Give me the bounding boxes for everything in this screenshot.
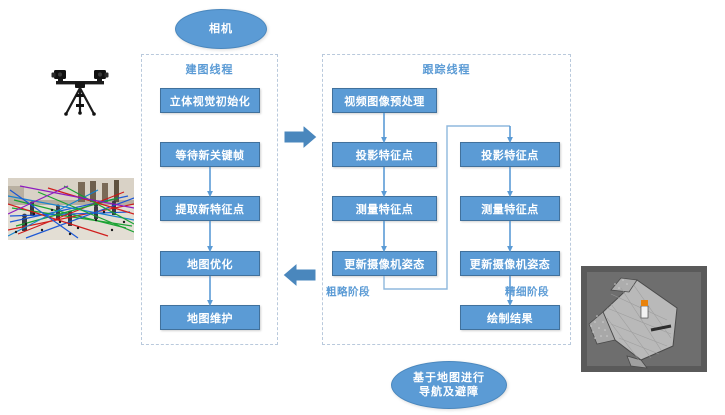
mapping-step-0-label: 立体视觉初始化 bbox=[169, 94, 251, 108]
feature-scene-photo bbox=[8, 178, 134, 240]
coarse-step-2[interactable]: 更新摄像机姿态 bbox=[332, 251, 437, 276]
mapping-step-1-label: 等待新关键帧 bbox=[175, 148, 245, 162]
mapping-step-3-label: 地图优化 bbox=[187, 257, 233, 271]
coarse-step-1[interactable]: 测量特征点 bbox=[332, 196, 437, 221]
coarse-step-0[interactable]: 投影特征点 bbox=[332, 142, 437, 167]
fine-step-3-label: 绘制结果 bbox=[487, 311, 533, 325]
coarse-step-0-label: 投影特征点 bbox=[355, 148, 414, 162]
map-result-photo bbox=[581, 266, 707, 372]
mapping-step-2[interactable]: 提取新特征点 bbox=[160, 196, 260, 221]
fine-step-0[interactable]: 投影特征点 bbox=[460, 142, 560, 167]
tracking-preprocess-label: 视频图像预处理 bbox=[344, 94, 425, 108]
mapping-step-2-label: 提取新特征点 bbox=[175, 202, 245, 216]
tracking-thread-title: 跟踪线程 bbox=[422, 63, 471, 76]
camera-source-ellipse[interactable]: 相机 bbox=[175, 9, 267, 49]
mapping-step-4[interactable]: 地图维护 bbox=[160, 305, 260, 330]
mapping-step-1[interactable]: 等待新关键帧 bbox=[160, 142, 260, 167]
camera-source-label: 相机 bbox=[209, 22, 233, 36]
coarse-step-2-label: 更新摄像机姿态 bbox=[344, 257, 425, 271]
tracking-preprocess[interactable]: 视频图像预处理 bbox=[332, 88, 437, 113]
navigation-goal-line1: 基于地图进行 bbox=[413, 371, 485, 385]
mapping-step-0[interactable]: 立体视觉初始化 bbox=[160, 88, 260, 113]
mapping-step-3[interactable]: 地图优化 bbox=[160, 251, 260, 276]
tracking-to-mapping-arrow bbox=[282, 261, 317, 289]
fine-step-2-label: 更新摄像机姿态 bbox=[469, 257, 551, 271]
navigation-goal-ellipse[interactable]: 基于地图进行 导航及避障 bbox=[391, 361, 507, 409]
fine-step-2[interactable]: 更新摄像机姿态 bbox=[460, 251, 560, 276]
fine-step-1-label: 测量特征点 bbox=[481, 202, 539, 216]
fine-step-0-label: 投影特征点 bbox=[481, 148, 539, 162]
fine-step-1[interactable]: 测量特征点 bbox=[460, 196, 560, 221]
mapping-thread-title: 建图线程 bbox=[185, 63, 234, 76]
coarse-stage-label: 粗略阶段 bbox=[326, 286, 370, 298]
navigation-goal-line2: 导航及避障 bbox=[419, 385, 479, 398]
mapping-to-tracking-arrow bbox=[283, 123, 318, 151]
fine-stage-label: 精细阶段 bbox=[505, 286, 549, 298]
fine-step-3[interactable]: 绘制结果 bbox=[460, 305, 560, 330]
mapping-step-4-label: 地图维护 bbox=[187, 311, 233, 325]
camera-rig-photo bbox=[40, 58, 120, 118]
coarse-step-1-label: 测量特征点 bbox=[355, 202, 414, 216]
